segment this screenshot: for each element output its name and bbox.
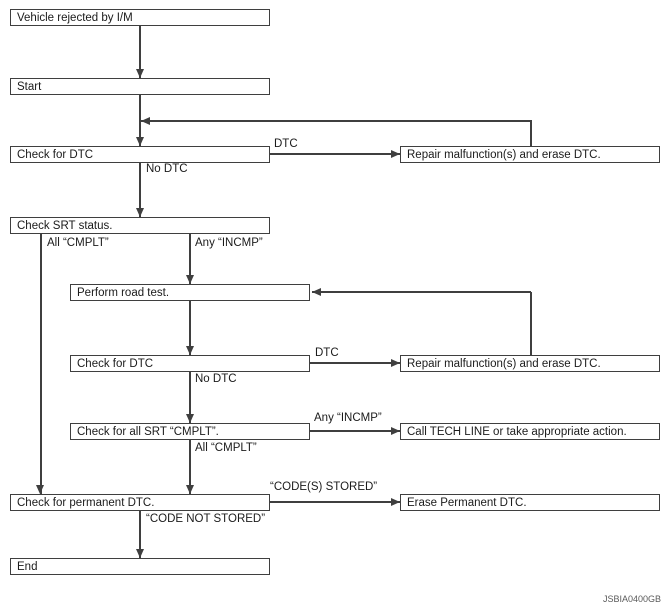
arrowhead-into-roadtest	[186, 275, 194, 284]
node-check-permanent-dtc: Check for permanent DTC.	[10, 494, 270, 511]
edge-vehicle-to-start-line	[139, 25, 141, 78]
edge-roadtest-to-checkdtc2-line	[189, 301, 191, 355]
edge-checkdtc2-to-repair2-line	[310, 362, 400, 364]
edge-label-dtc-1: DTC	[272, 138, 300, 150]
node-call-tech-line: Call TECH LINE or take appropriate actio…	[400, 423, 660, 440]
node-vehicle-rejected: Vehicle rejected by I/M	[10, 9, 270, 26]
node-repair-erase-1: Repair malfunction(s) and erase DTC.	[400, 146, 660, 163]
arrowhead-into-checkdtc1	[136, 137, 144, 146]
edge-repair2-loopback-vline	[530, 292, 532, 356]
node-repair-erase-2: Repair malfunction(s) and erase DTC.	[400, 355, 660, 372]
edge-label-codes-stored: “CODE(S) STORED”	[268, 481, 380, 493]
node-check-all-srt: Check for all SRT “CMPLT”.	[70, 423, 310, 440]
edge-checksrt-to-permanent-line	[40, 233, 42, 494]
edge-label-dtc-2: DTC	[313, 347, 341, 359]
arrowhead-into-permanent-mid	[186, 485, 194, 494]
figure-id: JSBIA0400GB	[602, 594, 661, 604]
arrowhead-into-repair2	[391, 359, 400, 367]
edge-permanent-to-erase-line	[270, 501, 400, 503]
node-check-dtc-1: Check for DTC	[10, 146, 270, 163]
node-end: End	[10, 558, 270, 575]
edge-label-any-incmp-1: Any “INCMP”	[193, 237, 265, 249]
edge-label-all-cmplt-1: All “CMPLT”	[45, 237, 111, 249]
edge-permanent-to-end-line	[139, 511, 141, 558]
arrowhead-into-checksrt	[136, 208, 144, 217]
arrowhead-into-checkdtc2	[186, 346, 194, 355]
arrowhead-into-start	[136, 69, 144, 78]
arrowhead-into-checkallsrt	[186, 414, 194, 423]
arrowhead-into-techline	[391, 427, 400, 435]
edge-label-code-not-stored: “CODE NOT STORED”	[144, 513, 268, 525]
edge-checksrt-to-roadtest-line	[189, 233, 191, 284]
arrowhead-into-end	[136, 549, 144, 558]
edge-repair1-loopback-vline	[530, 120, 532, 147]
edge-label-no-dtc-1: No DTC	[144, 163, 190, 175]
edge-label-no-dtc-2: No DTC	[193, 373, 239, 385]
edge-checkallsrt-to-permanent-line	[189, 440, 191, 494]
node-start: Start	[10, 78, 270, 95]
edge-label-any-incmp-2: Any “INCMP”	[312, 412, 384, 424]
edge-checkdtc1-to-checksrt-line	[139, 162, 141, 217]
arrowhead-into-permanent-left	[36, 485, 44, 494]
edge-label-all-cmplt-2: All “CMPLT”	[193, 442, 259, 454]
arrowhead-loopback2	[312, 288, 321, 296]
edge-checkdtc2-to-checkallsrt-line	[189, 372, 191, 423]
node-check-dtc-2: Check for DTC	[70, 355, 310, 372]
edge-repair2-loopback-hline	[312, 291, 531, 293]
arrowhead-into-repair1	[391, 150, 400, 158]
edge-checkallsrt-to-techline-line	[310, 430, 400, 432]
edge-checkdtc1-to-repair1-line	[270, 153, 400, 155]
arrowhead-into-erase	[391, 498, 400, 506]
node-check-srt: Check SRT status.	[10, 217, 270, 234]
edge-repair1-loopback-hline	[141, 120, 531, 122]
arrowhead-loopback1	[141, 117, 150, 125]
node-road-test: Perform road test.	[70, 284, 310, 301]
edge-start-to-checkdtc1-line	[139, 94, 141, 146]
node-erase-permanent-dtc: Erase Permanent DTC.	[400, 494, 660, 511]
